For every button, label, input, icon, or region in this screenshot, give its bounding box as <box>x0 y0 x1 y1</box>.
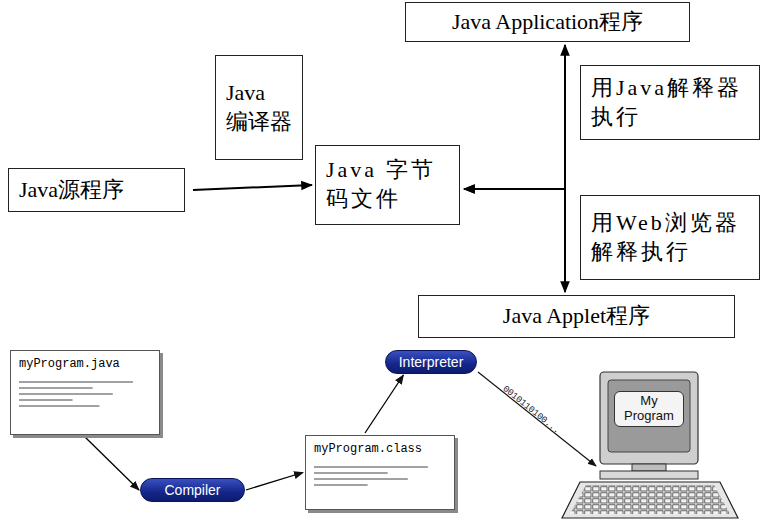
bytecode-box: Java 字节码文件 <box>315 145 460 225</box>
monitor-stand <box>632 464 666 471</box>
flow-arrow <box>193 185 312 190</box>
file-lines <box>19 378 153 430</box>
screen-label: My Program <box>614 391 684 427</box>
keyboard-keys <box>570 485 730 514</box>
flow-arrow <box>85 437 139 490</box>
browser-note: 用Web浏览器解释执行 <box>580 195 760 280</box>
node-text: Compiler <box>164 482 220 498</box>
flow-arrow <box>464 45 565 189</box>
bitstream-label: 0010110100... <box>501 384 562 436</box>
node-text: myProgram.class <box>314 442 446 456</box>
interpreter-pill: Interpreter <box>385 350 477 374</box>
flow-arrow <box>365 375 403 433</box>
compiler-box: Java 编译器 <box>215 55 303 160</box>
flow-arrow <box>246 473 303 491</box>
keyboard <box>562 482 738 518</box>
file-lines <box>314 463 448 505</box>
node-text: Java Application程序 <box>452 8 643 37</box>
flow-arrow <box>464 189 565 292</box>
node-text: 用Web浏览器解释执行 <box>591 209 749 266</box>
node-text: Java源程序 <box>19 176 174 205</box>
node-text: Interpreter <box>399 354 464 370</box>
application-box: Java Application程序 <box>405 2 690 42</box>
computer-base <box>600 471 698 479</box>
monitor <box>600 372 698 464</box>
node-text: Java Applet程序 <box>503 302 650 331</box>
source-file: myProgram.java <box>10 350 160 435</box>
monitor-screen <box>608 380 690 452</box>
node-text: Java 字节码文件 <box>326 156 449 213</box>
data-arrow <box>478 372 596 466</box>
interpreter-note: 用Java解释器执行 <box>580 65 760 140</box>
source-box: Java源程序 <box>8 168 185 212</box>
class-file: myProgram.class <box>305 435 455 510</box>
node-text: 用Java解释器执行 <box>591 74 749 131</box>
applet-box: Java Applet程序 <box>418 295 735 338</box>
compiler-pill: Compiler <box>140 478 245 502</box>
node-text: myProgram.java <box>19 357 151 371</box>
node-text: Java 编译器 <box>226 79 292 136</box>
